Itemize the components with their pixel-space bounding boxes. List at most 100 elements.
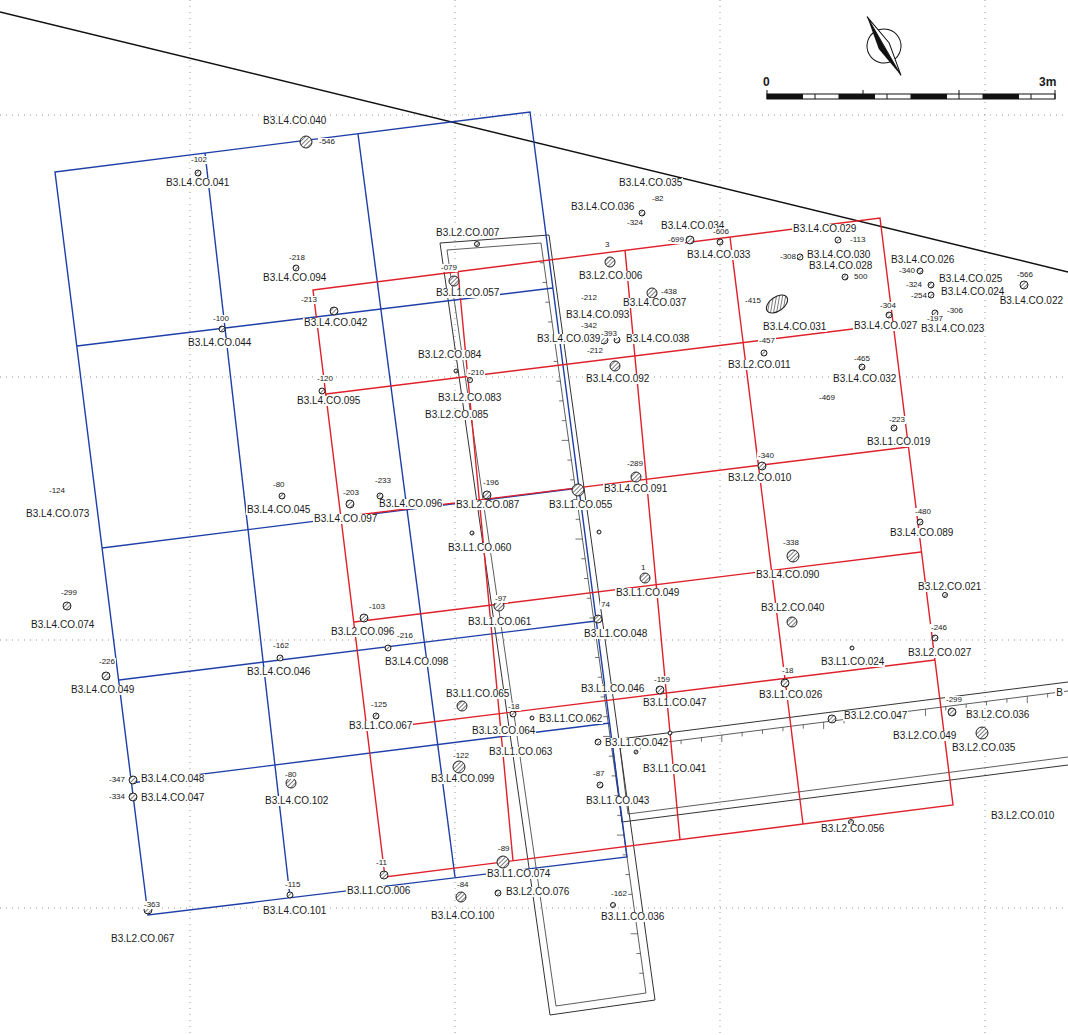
feature-label: B3.L1.CO.043	[585, 796, 650, 806]
depth-label: -324	[626, 219, 644, 227]
ruler-tick	[803, 725, 804, 729]
post-hole	[594, 615, 602, 623]
post-hole	[380, 871, 388, 879]
ruler-tick	[581, 558, 585, 559]
post-hole	[470, 531, 474, 535]
pit	[763, 291, 791, 316]
depth-label: -342	[580, 322, 598, 330]
feature-label: B3.L2.CO.084	[417, 350, 482, 360]
feature-label: B3.L4.CO.090	[755, 570, 820, 580]
post-hole	[385, 645, 391, 651]
feature-label: B3.L4.CO.047	[140, 793, 205, 803]
scale-label: 0	[762, 76, 771, 88]
ruler-tick	[625, 874, 629, 875]
feature-label: B3.L2.CO.010	[727, 473, 792, 483]
feature-label: B3.L1.CO.006	[346, 886, 411, 896]
depth-label: -162	[610, 890, 628, 898]
depth-label: -393	[600, 330, 618, 338]
post-hole	[286, 778, 296, 788]
feature-label: B3.L1.CO.061	[467, 617, 532, 627]
feature-label: B3.L2.CO.007	[435, 228, 500, 238]
post-hole	[928, 282, 934, 288]
ruler-tick	[570, 479, 574, 480]
post-hole	[639, 210, 645, 216]
depth-label: -566	[1016, 271, 1034, 279]
feature-label: B3.L4.CO.031	[762, 322, 827, 332]
post-hole	[319, 388, 325, 394]
depth-label: -103	[368, 603, 386, 611]
post-hole	[475, 242, 480, 247]
post-hole	[634, 750, 638, 754]
grid-line	[458, 272, 513, 861]
feature-label: B3.L2.CO.067	[110, 934, 175, 944]
feature-label: B3.L1.CO.046	[580, 684, 645, 694]
feature-label: B3.L4.CO.038	[625, 334, 690, 344]
feature-label: B3.L2.CO.040	[760, 603, 825, 613]
depth-label: -18	[781, 667, 795, 675]
feature-label: B3.L4.CO.089	[889, 528, 954, 538]
post-hole	[63, 602, 71, 610]
feature-label: B3.L4.CO.096	[378, 499, 443, 509]
feature-label: B3.L1.CO.057	[435, 288, 500, 298]
ruler-tick	[639, 973, 643, 974]
feature-label: B3.L1.CO.049	[615, 588, 680, 598]
ruler-tick	[590, 618, 594, 619]
post-hole	[943, 593, 948, 598]
post-hole	[497, 856, 509, 868]
depth-label: -438	[660, 288, 678, 296]
depth-label: -124	[48, 487, 66, 495]
feature-label: B3.L4.CO.029	[792, 224, 857, 234]
feature-label: B3.L1.CO.067	[348, 721, 413, 731]
post-hole	[605, 257, 615, 267]
ruler-tick	[945, 707, 946, 711]
feature-label: B3.L1.CO.063	[488, 747, 553, 757]
depth-label: -203	[342, 489, 360, 497]
depth-label: -210	[467, 369, 485, 377]
ruler-tick	[617, 835, 624, 836]
depth-label: -415	[744, 297, 762, 305]
grid-line	[354, 552, 921, 622]
post-hole	[277, 655, 283, 661]
depth-label: -254	[910, 292, 928, 300]
post-hole	[631, 472, 641, 482]
post-hole	[758, 462, 766, 470]
post-hole	[787, 617, 797, 627]
feature-label: B3.L4.CO.093	[565, 310, 630, 320]
grid-line	[720, 0, 721, 1035]
grid-line	[455, 0, 456, 1035]
ruler-tick	[554, 361, 558, 362]
depth-label: -97	[494, 595, 508, 603]
feature-label: B	[1055, 688, 1064, 698]
post-hole	[797, 254, 803, 260]
feature-label: B3.L4.CO.037	[622, 298, 687, 308]
post-hole	[611, 903, 616, 908]
depth-label: -125	[370, 701, 388, 709]
scale-tick	[887, 94, 888, 99]
depth-label: -340	[898, 267, 916, 275]
depth-label: -218	[288, 254, 306, 262]
feature-label: B3.L4.CO.092	[585, 374, 650, 384]
depth-label: -363	[143, 901, 161, 909]
post-hole	[468, 378, 473, 383]
feature-label: B3.L4.CO.074	[30, 620, 95, 630]
depth-label: -212	[586, 347, 604, 355]
post-hole	[932, 635, 938, 641]
depth-label: -197	[926, 315, 944, 323]
depth-label: -100	[212, 315, 230, 323]
grid-line	[367, 660, 935, 730]
feature-label: B3.L4.CO.027	[853, 321, 918, 331]
post-hole	[195, 170, 201, 176]
depth-label: -340	[757, 452, 775, 460]
post-hole	[454, 369, 458, 373]
ruler-tick	[612, 775, 616, 776]
north-needle	[867, 14, 906, 76]
feature-label: B3.L4.CO.032	[832, 374, 897, 384]
feature-label: B3.L2.CO.035	[951, 743, 1016, 753]
post-hole	[597, 530, 601, 534]
feature-label: B3.L1.CO.019	[866, 437, 931, 447]
ruler-tick	[543, 282, 547, 283]
scale-bar	[767, 90, 1055, 99]
grid-line	[341, 447, 908, 517]
grid-line	[0, 640, 1068, 641]
post-hole	[640, 573, 650, 583]
